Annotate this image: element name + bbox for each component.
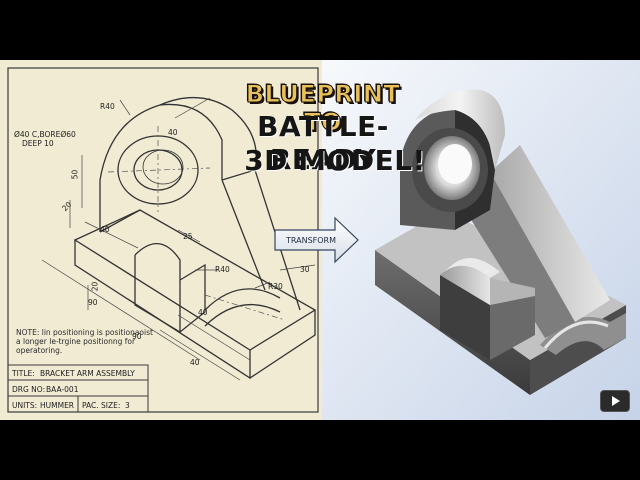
drg-label: DRG NO: (12, 385, 46, 394)
dim-r30: R30 (268, 282, 283, 291)
headline-line-2: BATTLE-READY (257, 110, 389, 176)
dim-20-low: 20 (90, 281, 100, 292)
bracket-3d-render (375, 89, 626, 395)
dim-50: 50 (70, 169, 80, 180)
dim-90-bottom: 90 (132, 332, 142, 341)
centerlines (107, 126, 286, 321)
bore-callout: Ø40 C,BOREØ60 (14, 130, 76, 139)
transform-arrow (274, 216, 359, 264)
dim-r40-top: R40 (100, 102, 115, 111)
dim-30: 30 (300, 265, 310, 274)
dim-40-mid: 40 (198, 308, 208, 317)
thumbnail-art: Ø40 C,BOREØ60 DEEP 10 R40 40 50 20 40 25… (0, 60, 640, 420)
transform-label: TRANSFORM (286, 236, 337, 245)
title-label: TITLE: (12, 369, 35, 378)
dim-40-top: 40 (168, 128, 178, 137)
title-block-frame (7, 364, 149, 413)
dim-40-bottom: 40 (190, 358, 200, 367)
units-value: HUMMER (40, 401, 75, 410)
pac-size-label: PAC. SIZE: (82, 401, 121, 410)
play-icon[interactable] (600, 390, 630, 412)
dim-40-left: 40 (100, 225, 110, 234)
dim-25: 25 (183, 232, 193, 241)
headline-line-1: BLUEPRINT TO (245, 80, 401, 137)
bore-depth-callout: DEEP 10 (22, 139, 54, 148)
scene-svg (0, 60, 640, 420)
title-value: BRACKET ARM ASSEMBLY (40, 369, 135, 378)
blueprint-sheet (0, 60, 322, 420)
drawing-note: NOTE: lin positioning is positionaoist a… (16, 328, 153, 355)
drg-value: BAA-001 (46, 385, 79, 394)
pac-size-value: 3 (125, 401, 130, 410)
dimension-lines (41, 97, 316, 381)
dim-r40-mid: R40 (215, 265, 230, 274)
units-label: UNITS: (12, 401, 38, 410)
dim-90-left: 90 (88, 298, 98, 307)
headline-line-3: 3D MODEL! (244, 144, 426, 177)
